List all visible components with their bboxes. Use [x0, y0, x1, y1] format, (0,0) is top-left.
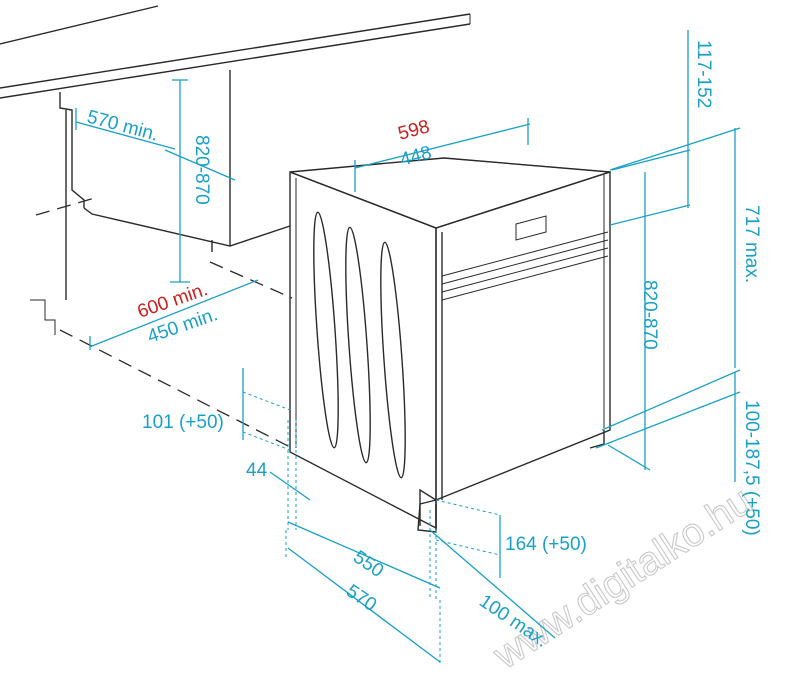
label-depth-550: 550: [349, 547, 387, 582]
side-panel-ovals: [313, 211, 406, 479]
label-depth-570: 570: [342, 581, 380, 616]
dishwasher-body: [289, 157, 611, 533]
label-front-820-870: 820-870: [639, 280, 660, 350]
label-plinth-164-50: 164 (+50): [505, 534, 587, 555]
label-width-598: 598: [396, 116, 432, 144]
label-depth-570-min: 570 min.: [85, 107, 161, 146]
dimension-lines: [75, 30, 741, 665]
label-height-717-max: 717 max.: [741, 205, 762, 283]
watermark-text: www.digitalko.hu: [485, 478, 760, 678]
countertop: [0, 5, 471, 99]
wall-floor-lines: [35, 196, 293, 449]
label-niche-820-870: 820-870: [191, 135, 212, 205]
label-width-448: 448: [398, 142, 434, 170]
label-plinth-100-187-5: 100-187,5 (+50): [741, 400, 762, 536]
label-offset-44: 44: [246, 460, 268, 481]
cabinet-side-panel: [30, 70, 291, 335]
label-panel-117-152: 117-152: [693, 40, 714, 108]
label-foot-101-50: 101 (+50): [142, 412, 224, 433]
